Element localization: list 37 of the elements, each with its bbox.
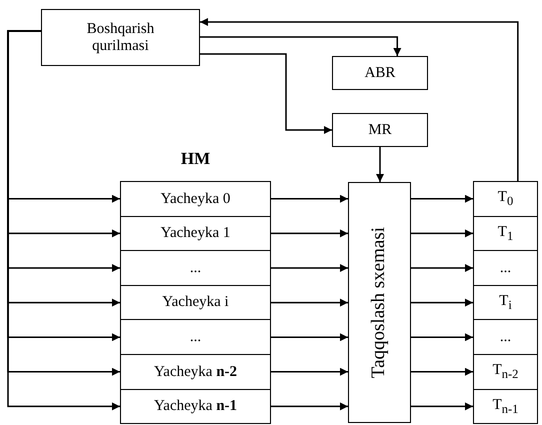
register-cell: T$_{n-2}$ [473, 354, 538, 390]
arrow [411, 229, 473, 238]
group-heading: HM [180, 150, 212, 169]
block-box: MR [332, 113, 428, 147]
register-cell: T$_{n-1}$ [473, 388, 538, 424]
arrow [271, 333, 348, 342]
memory-cell: ... [120, 319, 271, 355]
arrow [411, 298, 473, 307]
arrow [271, 229, 348, 238]
register-cell: ... [473, 250, 538, 286]
memory-cell: Yacheyka i [120, 284, 271, 320]
register-cell: ... [473, 319, 538, 355]
register-cell: T$_{i}$ [473, 284, 538, 320]
register-cell: T$_{0}$ [473, 181, 538, 217]
arrow [411, 194, 473, 203]
arrow [271, 194, 348, 203]
arrow [271, 298, 348, 307]
memory-cell: Yacheyka 1 [120, 216, 271, 252]
arrow [411, 402, 473, 410]
arrow [200, 36, 402, 56]
arrow [271, 264, 348, 272]
arrow [376, 147, 384, 182]
arrow [411, 368, 473, 376]
memory-cell: ... [120, 250, 271, 286]
arrow [271, 402, 348, 410]
comparison-block: Taqqoslash sxemasi [348, 182, 411, 423]
memory-cell: Yacheyka 0 [120, 181, 271, 217]
arrow [411, 264, 473, 272]
memory-cell: Yacheyka n-1 [120, 388, 271, 424]
block-box: ABR [332, 56, 428, 90]
arrow [271, 368, 348, 376]
arrow [200, 53, 332, 134]
block-box: Boshqarish qurilmasi [41, 9, 200, 66]
arrow [200, 18, 519, 181]
register-cell: T$_{1}$ [473, 216, 538, 252]
arrow [411, 333, 473, 342]
memory-cell: Yacheyka n-2 [120, 354, 271, 390]
